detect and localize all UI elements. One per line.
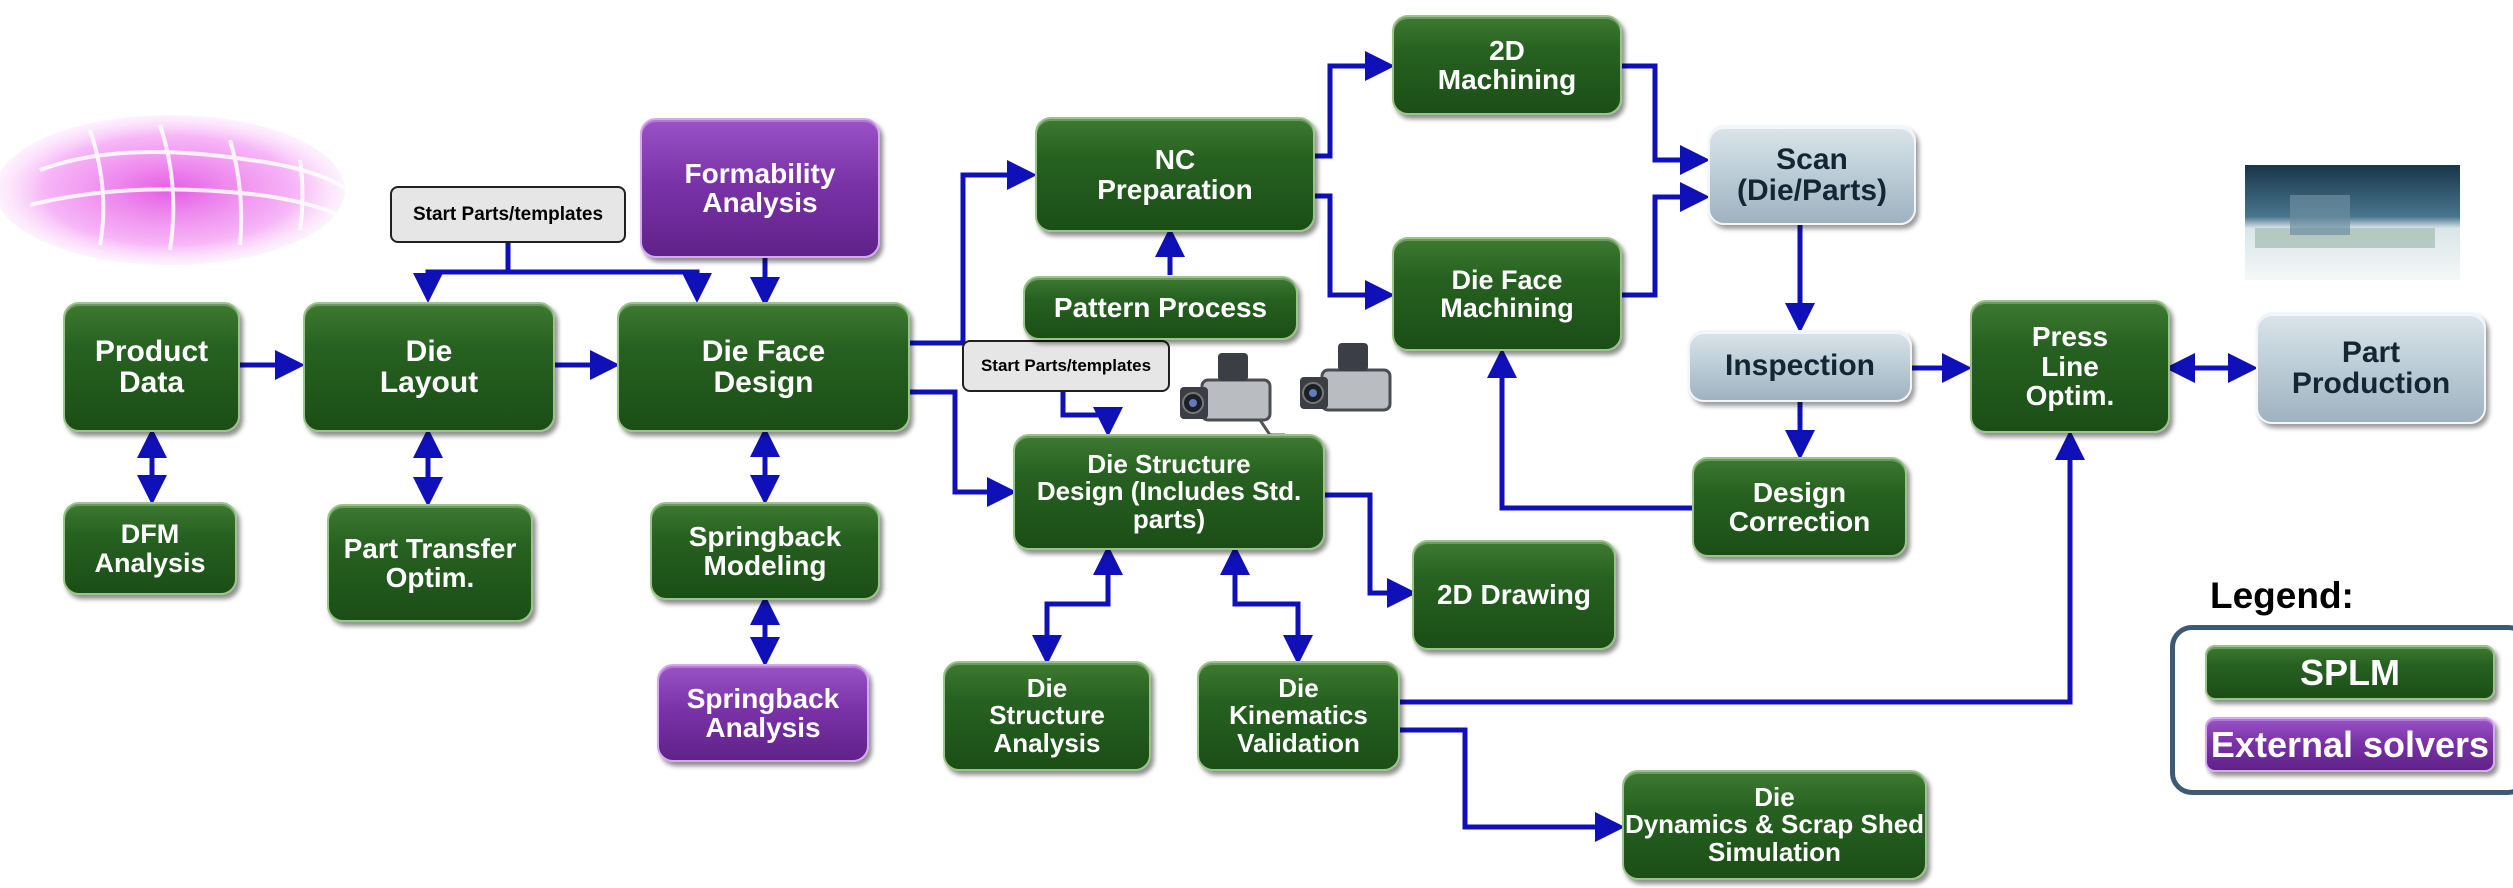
legend-splm: SPLM: [2205, 645, 2495, 700]
node-formability-analysis[interactable]: Formability Analysis: [640, 118, 880, 258]
arrow-kinematics-dynamics: [1400, 727, 1625, 842]
video-camera-icon: [1180, 353, 1285, 437]
arrow-2dmach-scan: [1622, 63, 1710, 175]
arrow-correction-facemach: [1487, 348, 1692, 511]
legend-box: SPLM External solvers: [2170, 625, 2513, 795]
node-product-data[interactable]: Product Data: [63, 302, 240, 432]
arrow-structure-kinematics: [1220, 545, 1313, 665]
pink-mesh-image: [0, 115, 362, 265]
node-die-face-design[interactable]: Die Face Design: [617, 302, 910, 432]
arrow-startparts-layout: [413, 243, 511, 303]
arrow-structure-drawing: [1325, 492, 1417, 608]
arrow-face-structure: [910, 389, 1017, 507]
legend-title: Legend:: [2210, 575, 2354, 616]
node-die-layout[interactable]: Die Layout: [303, 302, 555, 432]
arrow-kinematics-press: [1400, 430, 2085, 705]
node-2d-machining[interactable]: 2D Machining: [1392, 15, 1622, 115]
arrow-facemach-scan: [1622, 182, 1710, 298]
legend-external-solvers: External solvers: [2205, 717, 2495, 772]
start-parts-templates-tag[interactable]: Start Parts/templates: [390, 186, 626, 243]
press-line-photo: [2245, 165, 2460, 280]
arrow-nc-facemach: [1315, 193, 1395, 310]
node-2d-drawing[interactable]: 2D Drawing: [1412, 540, 1616, 650]
node-nc-preparation[interactable]: NC Preparation: [1035, 117, 1315, 232]
node-pattern-process[interactable]: Pattern Process: [1023, 276, 1298, 340]
arrow-nc-2dmach: [1315, 51, 1395, 159]
node-press-line-optim[interactable]: Press Line Optim.: [1970, 300, 2170, 433]
node-die-dynamics-scrap-shed[interactable]: Die Dynamics & Scrap Shed Simulation: [1622, 770, 1927, 880]
node-design-correction[interactable]: Design Correction: [1692, 457, 1907, 557]
node-die-structure-design[interactable]: Die Structure Design (Includes Std. part…: [1013, 434, 1325, 550]
node-scan-die-parts[interactable]: Scan (Die/Parts): [1708, 125, 1916, 225]
node-dfm-analysis[interactable]: DFM Analysis: [63, 502, 237, 595]
arrow-startparts-face: [508, 269, 712, 303]
arrow-structure-analysis: [1032, 545, 1123, 665]
node-die-face-machining[interactable]: Die Face Machining: [1392, 237, 1622, 351]
node-springback-analysis[interactable]: Springback Analysis: [657, 664, 869, 762]
arrow-startparts2-structure: [1060, 392, 1123, 437]
start-parts-templates-tag-2[interactable]: Start Parts/templates: [962, 340, 1170, 392]
arrow-face-nc: [910, 160, 1037, 346]
node-inspection[interactable]: Inspection: [1688, 330, 1912, 402]
node-die-structure-analysis[interactable]: Die Structure Analysis: [943, 661, 1151, 771]
node-springback-modeling[interactable]: Springback Modeling: [650, 502, 880, 600]
video-camera-icon: [1300, 343, 1392, 412]
node-die-kinematics-validation[interactable]: Die Kinematics Validation: [1197, 661, 1400, 771]
node-part-production[interactable]: Part Production: [2256, 312, 2486, 424]
node-part-transfer-optim[interactable]: Part Transfer Optim.: [327, 504, 533, 622]
